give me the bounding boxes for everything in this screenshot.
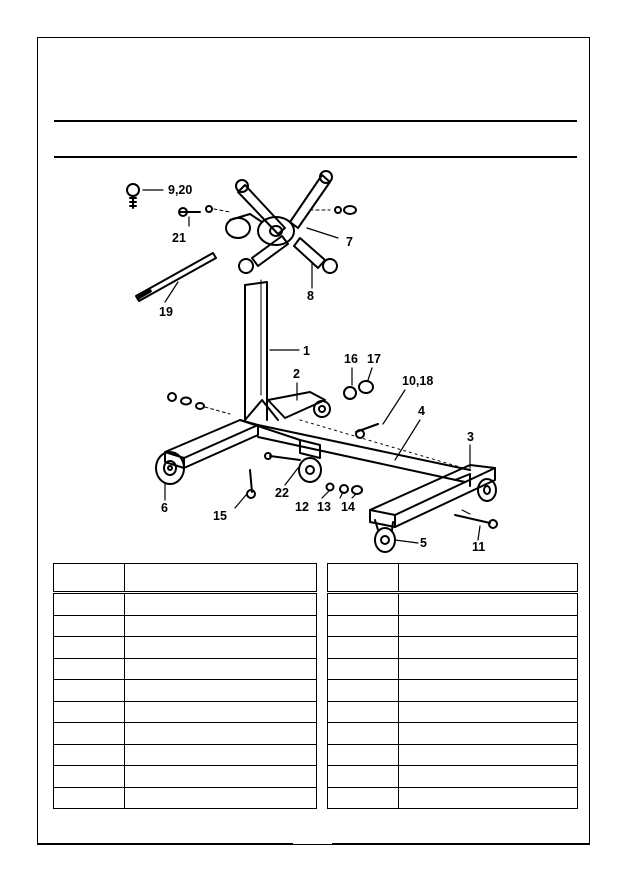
label-part-17: 17	[367, 352, 381, 366]
table-row	[53, 744, 317, 766]
label-part-22: 22	[275, 486, 289, 500]
label-part-15: 15	[213, 509, 227, 523]
table-row	[53, 679, 317, 702]
mounting-head-arms	[225, 170, 338, 274]
label-part-6: 6	[161, 501, 168, 515]
label-part-14: 14	[341, 500, 355, 514]
table-row	[53, 636, 317, 659]
label-part-8: 8	[307, 289, 314, 303]
label-part-2: 2	[293, 367, 300, 381]
footer-rule-right	[332, 843, 590, 845]
support-brace	[267, 391, 331, 419]
table-row	[327, 765, 578, 788]
footer-rule-left	[37, 843, 293, 845]
base-fasteners	[167, 380, 498, 529]
table-row	[327, 679, 578, 702]
label-part-10-18: 10,18	[402, 374, 433, 388]
table-row	[327, 592, 578, 616]
handle-bar	[135, 252, 217, 302]
table-row	[327, 701, 578, 723]
header-rule-bottom	[54, 156, 577, 158]
table-row	[53, 765, 317, 788]
header-rule-top	[54, 120, 577, 122]
label-part-21: 21	[172, 231, 186, 245]
table-row	[54, 787, 317, 809]
parts-list-table-right	[327, 563, 578, 809]
label-part-9-20: 9,20	[168, 183, 192, 197]
label-part-7: 7	[346, 235, 353, 249]
label-part-3: 3	[467, 430, 474, 444]
label-part-5: 5	[420, 536, 427, 550]
table-row	[327, 744, 578, 766]
table-row	[53, 722, 317, 745]
cross-tube	[257, 419, 471, 483]
label-part-4: 4	[418, 404, 425, 418]
table-row	[53, 615, 317, 637]
table-row	[328, 787, 578, 809]
table-row	[327, 636, 578, 659]
table-header-row	[327, 563, 578, 594]
table-header-row	[53, 563, 317, 594]
label-part-1: 1	[303, 344, 310, 358]
top-fasteners	[126, 183, 357, 217]
label-part-13: 13	[317, 500, 331, 514]
label-part-19: 19	[159, 305, 173, 319]
table-row	[53, 592, 317, 616]
page-frame	[37, 37, 590, 845]
parts-list-table-left	[53, 563, 317, 809]
table-row	[327, 722, 578, 745]
right-base-leg	[369, 464, 496, 528]
label-part-11: 11	[472, 540, 485, 554]
table-row	[53, 701, 317, 723]
left-base-leg	[155, 419, 259, 485]
table-row	[53, 658, 317, 680]
table-row	[327, 615, 578, 637]
leader-lines	[142, 189, 481, 544]
label-part-16: 16	[344, 352, 358, 366]
label-part-12: 12	[295, 500, 309, 514]
table-row	[327, 658, 578, 680]
